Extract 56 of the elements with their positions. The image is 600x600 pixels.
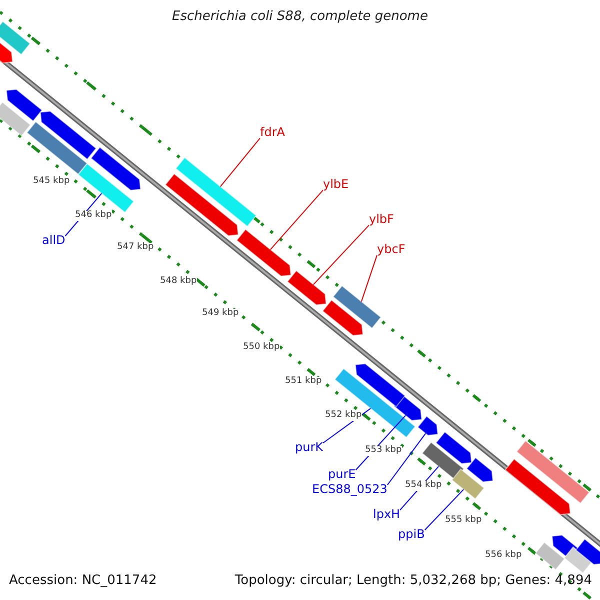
gene-label: lpxH xyxy=(373,508,400,522)
gene-segment xyxy=(175,156,257,228)
gene-label: ylbE xyxy=(323,178,349,192)
gene-segment xyxy=(236,228,292,277)
gene-label: fdrA xyxy=(260,126,285,140)
gene-label: purE xyxy=(328,468,356,482)
scale-tick-label: 555 kbp xyxy=(445,516,482,526)
genome-summary-note: Topology: circular; Length: 5,032,268 bp; Genes: 4,894 xyxy=(234,574,592,588)
gene-label: purK xyxy=(295,441,324,454)
scale-tick-label: 549 kbp xyxy=(202,309,239,319)
gene-segment xyxy=(0,20,31,56)
scale-tick-label: 547 kbp xyxy=(117,243,154,253)
accession-note: Accession: NC_011742 xyxy=(9,574,157,588)
gene-segment xyxy=(354,363,406,408)
gene-segment xyxy=(422,442,464,480)
gene-label: ybcF xyxy=(377,243,406,256)
gene-label: ylbF xyxy=(369,213,394,226)
scale-tick-label: 545 kbp xyxy=(33,177,70,187)
leader-line xyxy=(270,190,324,250)
scale-tick-label: 552 kbp xyxy=(325,411,362,421)
scale-tick-label: 548 kbp xyxy=(160,277,197,287)
gene-segment xyxy=(451,468,485,500)
gene-segment xyxy=(435,431,472,464)
gene-segment xyxy=(286,270,327,306)
gene-segment xyxy=(466,457,494,482)
gene-label: allD xyxy=(42,234,66,248)
scale-tick-label: 546 kbp xyxy=(75,211,112,221)
gene-segment xyxy=(0,102,32,136)
gene-segment xyxy=(417,416,438,436)
gene-segment xyxy=(40,110,97,160)
gene-segment xyxy=(504,458,571,516)
leader-line xyxy=(386,432,426,486)
scale-tick-label: 550 kbp xyxy=(243,343,280,353)
gene-segment xyxy=(26,121,88,175)
gene-segment xyxy=(534,542,566,570)
leader-line xyxy=(322,408,372,444)
leader-line xyxy=(312,224,370,286)
gene-label: ECS88_0523 xyxy=(312,483,388,496)
title: Escherichia coli S88, complete genome xyxy=(171,10,429,24)
gene-segment xyxy=(332,285,382,329)
gene-label: ppiB xyxy=(398,528,425,542)
scale-tick-label: 554 kbp xyxy=(405,481,442,491)
leader-line xyxy=(424,488,464,530)
leader-line xyxy=(360,254,378,302)
gene-segment xyxy=(0,42,14,64)
gene-segment xyxy=(575,538,600,565)
scale-tick-label: 551 kbp xyxy=(285,377,322,387)
scale-tick-label: 553 kbp xyxy=(365,446,402,456)
leader-line xyxy=(220,138,260,188)
gene-segment xyxy=(90,146,142,191)
scale-tick-label: 556 kbp xyxy=(485,551,522,561)
gene-segment xyxy=(516,440,590,504)
gene-segment xyxy=(322,299,364,336)
gene-segment xyxy=(564,546,592,574)
gene-segment xyxy=(6,88,43,122)
gene-segment xyxy=(164,173,239,236)
